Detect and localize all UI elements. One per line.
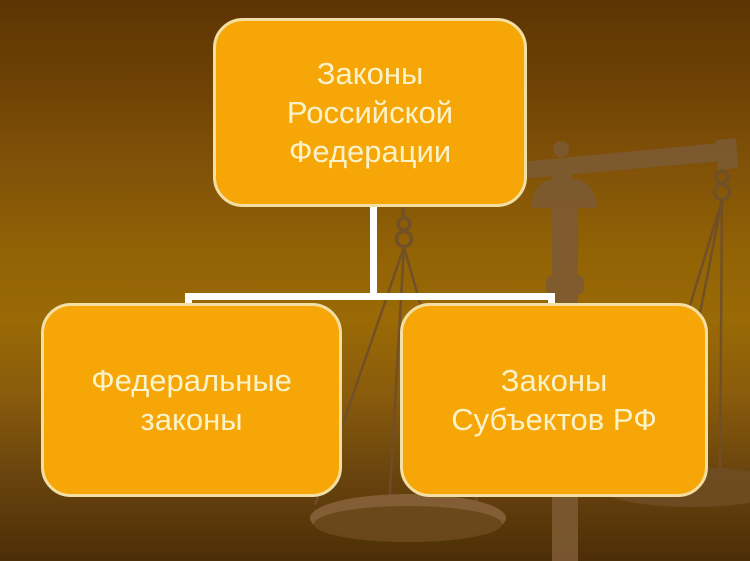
- node-label: Законы Российской Федерации: [286, 56, 454, 169]
- left-ring-top: [396, 216, 412, 232]
- scale-dome: [531, 178, 597, 208]
- right-ring-top: [714, 169, 730, 185]
- right-string: [718, 199, 724, 484]
- connector-root-vertical: [370, 205, 377, 300]
- scale-beam-end: [716, 138, 738, 170]
- left-pan: [310, 494, 506, 542]
- node-label: Законы Субъектов РФ: [451, 363, 657, 437]
- left-ring-bottom: [394, 229, 414, 249]
- scale-collar: [546, 275, 584, 295]
- scale-neck: [552, 166, 572, 182]
- node-label: Федеральные законы: [91, 363, 292, 437]
- node-federal-laws: Федеральные законы: [41, 303, 342, 497]
- right-ring-bottom: [712, 182, 732, 202]
- scale-pivot-ball: [553, 141, 569, 157]
- node-laws-of-rf-subjects: Законы Субъектов РФ: [400, 303, 708, 497]
- node-laws-of-russian-federation: Законы Российской Федерации: [213, 18, 527, 207]
- left-string: [387, 246, 406, 509]
- connector-horizontal: [185, 293, 555, 300]
